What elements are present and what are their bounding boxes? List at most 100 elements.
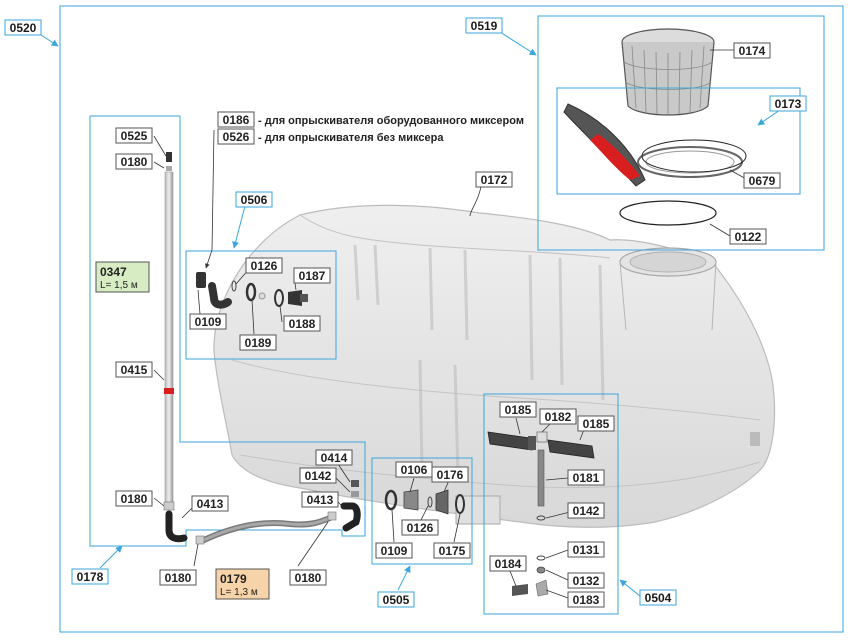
gasket-0122 [619,200,717,226]
part-0175-text: 0175 [439,544,466,558]
group-label-0173[interactable]: 0173 [769,95,807,112]
part-label-0179[interactable]: 0179 L= 1,3 м [215,568,270,600]
frame-0173 [556,87,801,195]
group-0505-text: 0505 [383,593,410,607]
part-0172-text: 0172 [481,173,508,187]
part-label-0347[interactable]: 0347 L= 1,5 м [95,261,150,293]
part-label-0174[interactable]: 0174 [733,42,771,59]
part-label-0525[interactable]: 0525 [115,127,153,144]
part-label-0180-top[interactable]: 0180 [115,153,153,170]
part-0347-length: L= 1,5 м [100,280,138,291]
part-label-0132[interactable]: 0132 [567,572,605,589]
part-0413-left-text: 0413 [197,497,224,511]
part-label-0122[interactable]: 0122 [729,228,767,245]
part-label-0126-top[interactable]: 0126 [245,257,283,274]
note-0186: 0186 - для опрыскивателя оборудованного … [217,111,524,128]
part-label-0189[interactable]: 0189 [239,334,277,351]
part-label-0182[interactable]: 0182 [539,408,577,425]
part-label-0187[interactable]: 0187 [293,267,331,284]
part-label-0180-hose-left[interactable]: 0180 [159,569,197,586]
note-0186-text: - для опрыскивателя оборудованного миксе… [258,115,524,127]
part-0182-text: 0182 [545,410,572,424]
part-0187-text: 0187 [299,269,326,283]
part-label-0180-hose-right[interactable]: 0180 [289,569,327,586]
part-0679-text: 0679 [749,174,776,188]
part-label-0184[interactable]: 0184 [489,555,527,572]
part-0176-text: 0176 [437,468,464,482]
frame-0520 [59,5,844,633]
part-0142-left-text: 0142 [305,469,332,483]
part-label-0413-left[interactable]: 0413 [191,495,229,512]
part-label-0188[interactable]: 0188 [283,315,321,332]
part-label-0185-right[interactable]: 0185 [577,415,615,432]
group-label-0505[interactable]: 0505 [377,591,415,608]
part-label-0414[interactable]: 0414 [315,449,353,466]
part-label-0176[interactable]: 0176 [431,466,469,483]
group-0519-text: 0519 [471,19,498,33]
part-0525-text: 0525 [121,129,148,143]
part-0180-bottom-text: 0180 [121,492,148,506]
part-0179-length: L= 1,3 м [220,587,258,598]
group-label-0178[interactable]: 0178 [71,568,109,585]
frame-0519 [537,15,825,251]
part-label-0142-right[interactable]: 0142 [567,502,605,519]
part-0174-text: 0174 [739,44,766,58]
part-0180-top-text: 0180 [121,155,148,169]
note-0526-text: - для опрыскивателя без миксера [258,132,444,144]
part-0180-hose-right-text: 0180 [295,571,322,585]
fitting-set-0505 [384,489,465,515]
part-label-0185-left[interactable]: 0185 [499,401,537,418]
tank-illustration [213,204,776,528]
part-0131-text: 0131 [573,543,600,557]
part-0185-left-text: 0185 [505,403,532,417]
part-0414-text: 0414 [321,451,348,465]
part-label-0413-right[interactable]: 0413 [301,491,339,508]
part-label-0679[interactable]: 0679 [743,172,781,189]
tank-lid [563,103,743,187]
part-label-0131[interactable]: 0131 [567,541,605,558]
part-0189-text: 0189 [245,336,272,350]
suction-pipe [163,152,361,545]
part-leaders [153,49,749,599]
part-label-0126-bottom[interactable]: 0126 [401,519,439,536]
frame-0506 [185,250,337,360]
part-label-0175[interactable]: 0175 [433,542,471,559]
part-label-0180-bottom[interactable]: 0180 [115,490,153,507]
note-0526-code: 0526 [223,130,250,144]
part-0413-right-text: 0413 [307,493,334,507]
part-0183-text: 0183 [573,593,600,607]
part-label-0183[interactable]: 0183 [567,591,605,608]
note-0186-code: 0186 [223,113,250,127]
part-0126-bottom-text: 0126 [407,521,434,535]
part-0347-text: 0347 [100,265,127,279]
mixer-set-0504 [487,431,595,597]
part-0132-text: 0132 [573,574,600,588]
group-0173-text: 0173 [775,97,802,111]
part-label-0106[interactable]: 0106 [395,461,433,478]
part-0142-right-text: 0142 [573,504,600,518]
gasket-0679 [641,139,747,173]
part-label-0142-left[interactable]: 0142 [299,467,337,484]
strainer-basket [621,28,715,116]
part-0109-bottom-text: 0109 [381,544,408,558]
group-label-0506[interactable]: 0506 [235,191,273,208]
part-label-0109-top[interactable]: 0109 [189,313,227,330]
part-label-0109-bottom[interactable]: 0109 [375,542,413,559]
fitting-set-0506 [196,272,308,309]
group-label-0520[interactable]: 0520 [4,19,42,36]
part-label-0172[interactable]: 0172 [475,171,513,188]
group-label-0504[interactable]: 0504 [639,589,677,606]
group-0178-text: 0178 [77,570,104,584]
group-label-0519[interactable]: 0519 [465,17,503,34]
group-0506-text: 0506 [241,193,268,207]
part-0180-hose-left-text: 0180 [165,571,192,585]
part-0181-text: 0181 [573,471,600,485]
part-0415-text: 0415 [121,363,148,377]
part-label-0415[interactable]: 0415 [115,361,153,378]
part-0184-text: 0184 [495,557,522,571]
part-label-0181[interactable]: 0181 [567,469,605,486]
frame-0505 [371,457,473,565]
part-0179-text: 0179 [220,572,247,586]
part-0109-top-text: 0109 [195,315,222,329]
